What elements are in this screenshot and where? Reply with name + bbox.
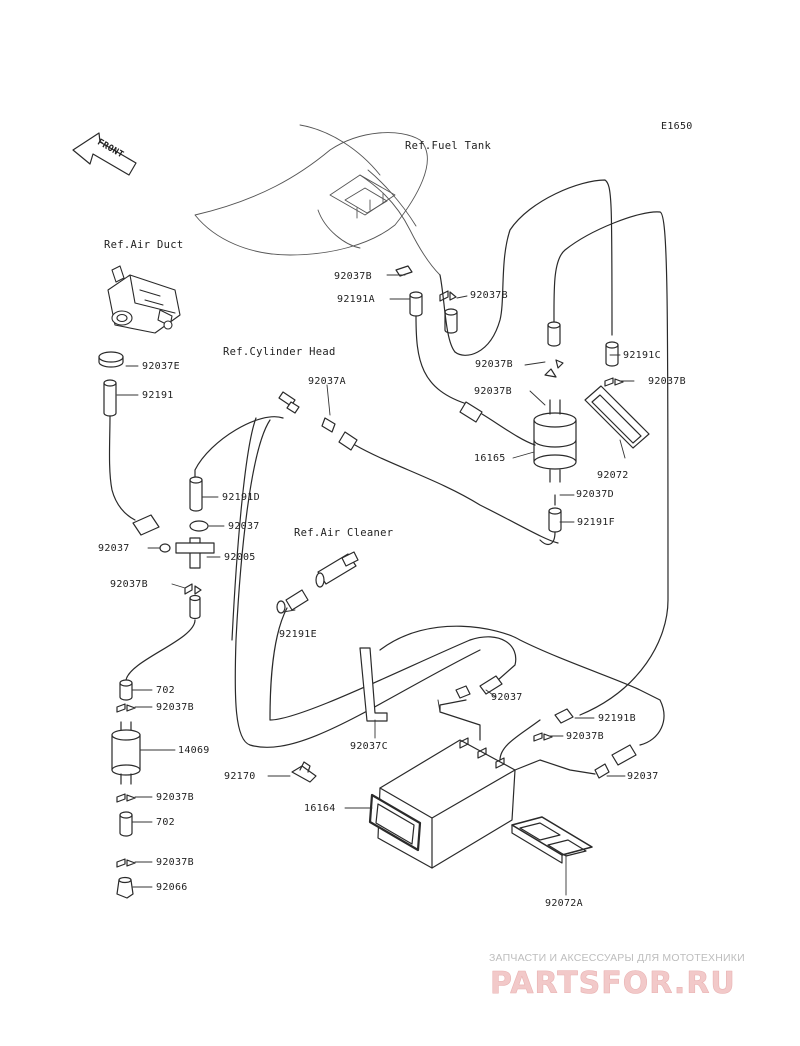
part-92191D: 92191D: [222, 492, 260, 503]
part-92170: 92170: [224, 771, 256, 782]
part-92037B-702a: 92037B: [156, 702, 194, 713]
bracket-92072A: [511, 816, 593, 864]
part-92066: 92066: [156, 882, 188, 893]
part-92072: 92072: [597, 470, 629, 481]
tank-hoses: [395, 179, 669, 716]
part-92037B-mid: 92037B: [475, 359, 513, 370]
long-loop-hose: [189, 416, 481, 748]
cylinder-head-fitting: [278, 391, 559, 544]
part-92037B-canister: 92037B: [566, 731, 604, 742]
fuel-tank-outline: [194, 124, 441, 276]
ref-air-cleaner: Ref.Air Cleaner: [294, 527, 394, 539]
part-92037B-702b: 92037B: [156, 857, 194, 868]
part-14069: 14069: [178, 745, 210, 756]
part-16164: 16164: [304, 803, 336, 814]
ref-fuel-tank: Ref.Fuel Tank: [405, 140, 492, 152]
fuel-filter-16165: [533, 359, 577, 483]
part-92191B: 92191B: [598, 713, 636, 724]
bracket-92072: [584, 385, 650, 449]
part-92037B-right: 92037B: [648, 376, 686, 387]
canister-16164: [368, 737, 516, 869]
part-92191A: 92191A: [337, 294, 375, 305]
part-92191: 92191: [142, 390, 174, 401]
part-92037-canister-right: 92037: [627, 771, 659, 782]
part-16165: 16165: [474, 453, 506, 464]
part-92037B-tank-right: 92037B: [470, 290, 508, 301]
part-92191C: 92191C: [623, 350, 661, 361]
part-92037B-tee-bottom: 92037B: [110, 579, 148, 590]
part-92037E: 92037E: [142, 361, 180, 372]
left-hose-assembly: [98, 351, 160, 536]
watermark-tagline: ЗАПЧАСТИ И АКСЕССУАРЫ ДЛЯ МОТОТЕХНИКИ: [489, 952, 745, 964]
part-702-bottom: 702: [156, 817, 175, 828]
leader-lines: [116, 274, 635, 896]
air-duct-valve: [107, 265, 181, 334]
part-92037-canister-top: 92037: [491, 692, 523, 703]
air-cleaner-fitting: [269, 551, 471, 721]
front-arrow: [72, 132, 137, 176]
part-92037C: 92037C: [350, 741, 388, 752]
ref-cylinder-head: Ref.Cylinder Head: [223, 346, 336, 358]
part-92072A: 92072A: [545, 898, 583, 909]
part-92037-tee-left: 92037: [98, 543, 130, 554]
ref-air-duct: Ref.Air Duct: [104, 239, 184, 251]
part-92037-tee-top: 92037: [228, 521, 260, 532]
clip-92170: [291, 761, 317, 783]
part-92037B-14069: 92037B: [156, 792, 194, 803]
part-92005: 92005: [224, 552, 256, 563]
part-702-top: 702: [156, 685, 175, 696]
tee-joint: [159, 520, 215, 620]
part-92037B-tank-left: 92037B: [334, 271, 372, 282]
part-92191F: 92191F: [577, 517, 615, 528]
bracket-92037C: [359, 647, 388, 722]
diagram-code: E1650: [661, 121, 693, 132]
part-92037B-filter-top: 92037B: [474, 386, 512, 397]
lower-left-hoses: [111, 619, 196, 899]
part-92037D: 92037D: [576, 489, 614, 500]
canister-hoses: [379, 625, 665, 779]
watermark-logo: PARTSFOR.RU: [490, 966, 736, 1001]
part-92037A: 92037A: [308, 376, 346, 387]
part-92191E: 92191E: [279, 629, 317, 640]
